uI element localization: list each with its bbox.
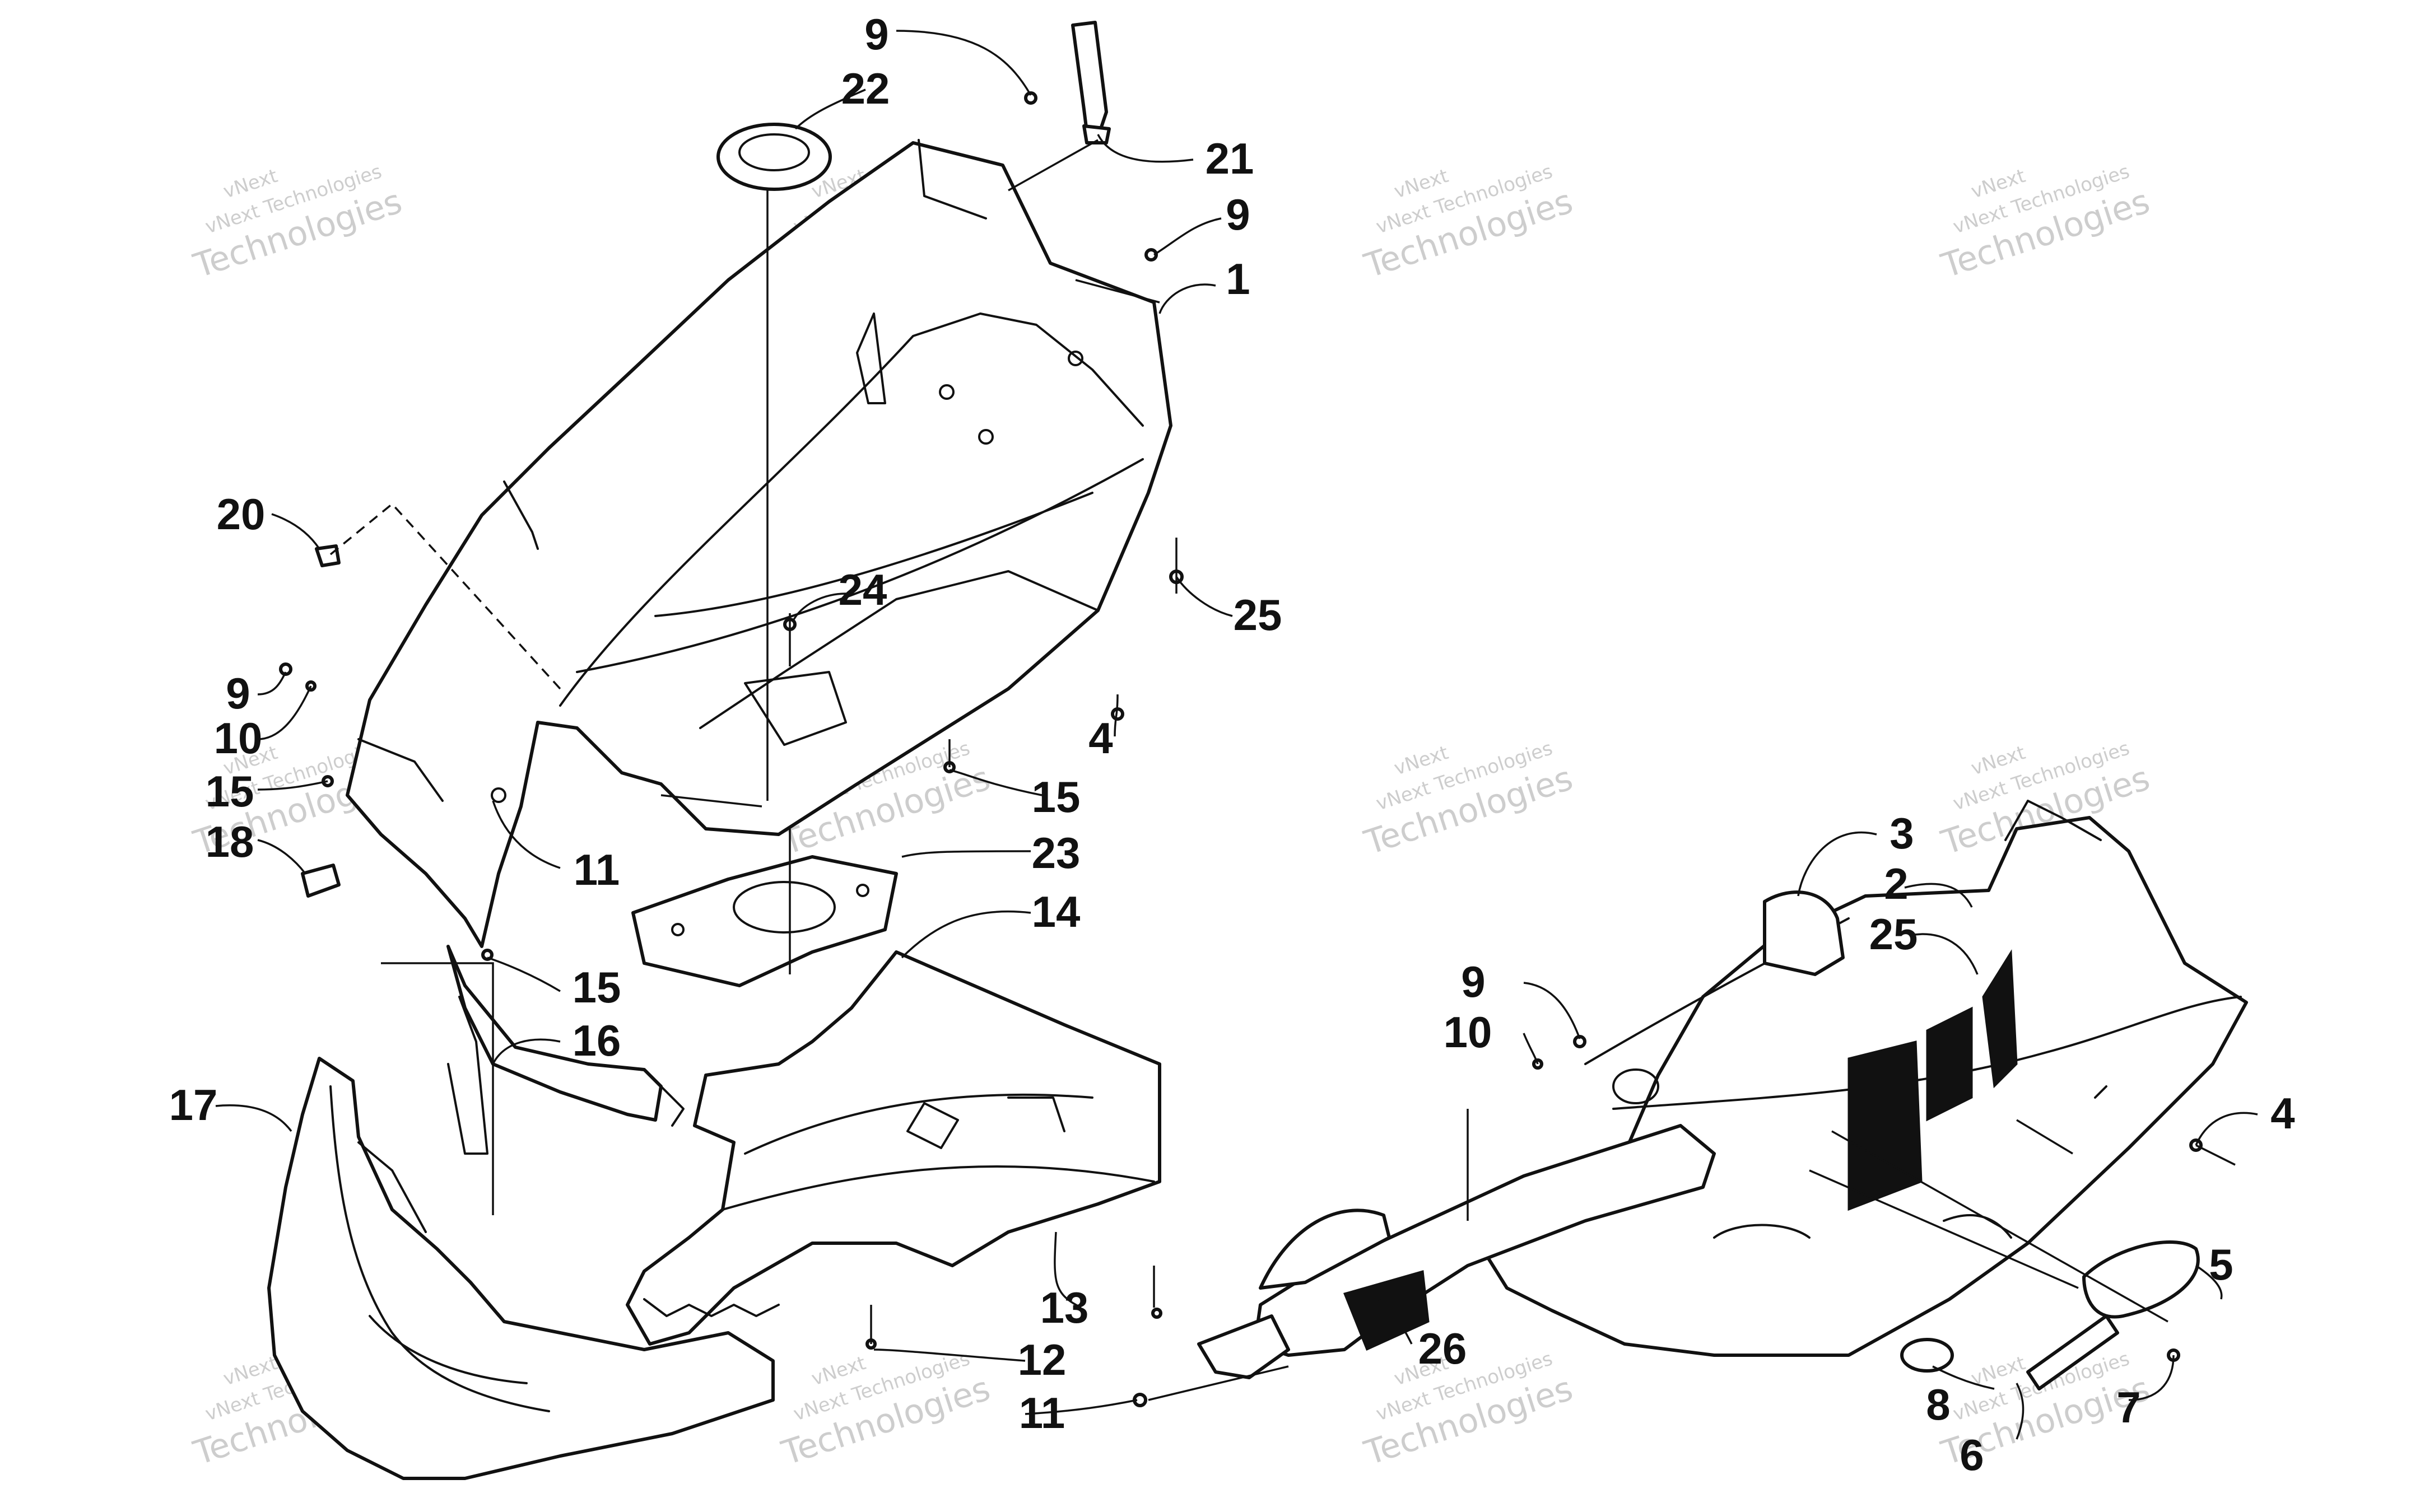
callout-25: 25 bbox=[1869, 909, 1918, 959]
callout-8: 8 bbox=[1926, 1380, 1950, 1429]
callout-2: 2 bbox=[1884, 859, 1908, 908]
callout-15: 15 bbox=[573, 963, 621, 1012]
callout-1: 1 bbox=[1226, 254, 1250, 304]
part-16-bracket bbox=[446, 945, 685, 1155]
part-21-grommet bbox=[716, 123, 832, 191]
callout-21: 22 bbox=[841, 64, 890, 113]
callout-11: 11 bbox=[574, 845, 620, 894]
callout-7: 7 bbox=[2116, 1383, 2140, 1432]
callout-9: 9 bbox=[1226, 190, 1250, 239]
part-26-front-rail bbox=[1197, 1124, 1716, 1379]
assembly-lines bbox=[329, 190, 2168, 1401]
part-17-front-bumper bbox=[267, 1057, 775, 1480]
part-14-lower-pan bbox=[626, 950, 1161, 1346]
callout-24: 25 bbox=[1234, 590, 1282, 640]
hardware-fasteners bbox=[279, 91, 2203, 1407]
callout-labels: 9 22 21 9 1 20 24 25 9 10 4 15 15 18 11 … bbox=[169, 10, 2295, 1480]
callout-13: 13 bbox=[1040, 1283, 1089, 1332]
callout-6: 6 bbox=[1960, 1430, 1984, 1480]
part-5-reflector bbox=[2082, 1240, 2200, 1319]
callout-20: 21 bbox=[1206, 134, 1254, 183]
callout-14: 14 bbox=[1032, 887, 1081, 936]
callout-12: 12 bbox=[1018, 1335, 1067, 1384]
callout-9: 9 bbox=[1461, 957, 1485, 1006]
part-8-plug bbox=[1900, 1338, 1954, 1373]
part-25-graphic-decal bbox=[1847, 949, 2018, 1211]
callout-23: 24 bbox=[839, 565, 887, 614]
part-6-plate bbox=[2026, 1314, 2119, 1390]
callout-3: 3 bbox=[1890, 809, 1914, 858]
callout-4: 4 bbox=[2270, 1089, 2295, 1138]
callout-11: 11 bbox=[1019, 1388, 1065, 1438]
callout-leaders bbox=[215, 30, 2258, 1440]
callout-16: 16 bbox=[573, 1016, 621, 1065]
callout-19: 20 bbox=[217, 489, 266, 539]
callout-5: 5 bbox=[2209, 1240, 2233, 1289]
callout-18: 18 bbox=[206, 817, 254, 866]
part-1-body-panel bbox=[346, 139, 1172, 948]
part-20-strap bbox=[1071, 21, 1111, 144]
callout-26: 26 bbox=[1418, 1324, 1467, 1373]
callout-15: 15 bbox=[206, 767, 254, 816]
callout-10: 10 bbox=[214, 713, 263, 763]
part-19-clip bbox=[315, 544, 341, 567]
part-3-panel-insert bbox=[1763, 890, 1845, 976]
callout-10: 10 bbox=[1444, 1007, 1492, 1057]
callout-4: 4 bbox=[1088, 713, 1113, 763]
callout-9: 9 bbox=[864, 10, 888, 59]
part-18-clip bbox=[301, 864, 341, 898]
callout-9: 9 bbox=[226, 669, 250, 718]
part-22-plate bbox=[631, 855, 898, 987]
callout-22: 23 bbox=[1032, 828, 1081, 878]
callout-15: 15 bbox=[1032, 772, 1081, 822]
callout-17: 17 bbox=[169, 1080, 218, 1130]
